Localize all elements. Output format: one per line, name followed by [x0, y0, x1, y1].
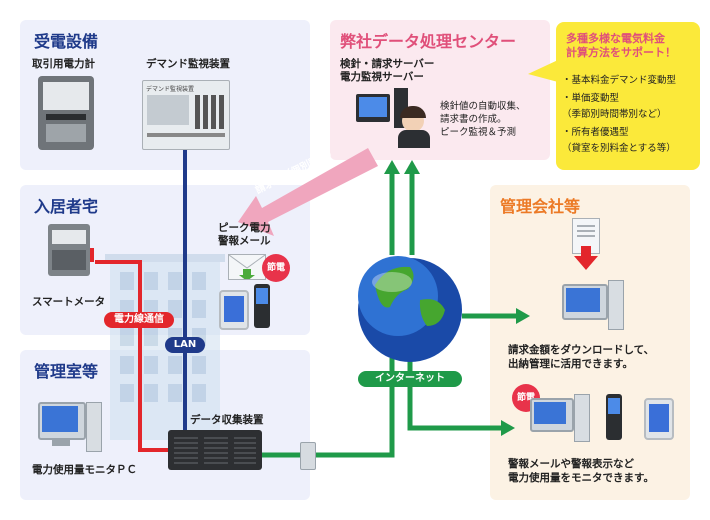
internet-line-company-2 [407, 355, 505, 431]
savings-badge-residence: 節電 [262, 254, 290, 282]
powerline-tag: 電力線通信 [104, 312, 174, 328]
center-title: 弊社データ処理センター [340, 32, 517, 51]
internet-tag: インターネット [358, 371, 462, 387]
callout-pointer [528, 60, 558, 82]
collector-label: データ収集装置 [190, 414, 264, 426]
callout-item-3: （季節別時間帯別など） [562, 109, 667, 120]
monitor-text-2: 電力使用量をモニタできます。 [508, 472, 654, 484]
demand-monitor-icon: デマンド監視装置 [142, 80, 230, 150]
download-text-1: 請求金額をダウンロードして、 [508, 344, 655, 356]
server-line-1: 検針・請求サーバー [340, 58, 435, 70]
smart-meter-icon [48, 224, 90, 276]
mobile-phone-icon [254, 284, 270, 328]
residence-title: 入居者宅 [34, 197, 99, 216]
router-icon [300, 442, 316, 470]
service-line-2: 請求書の作成。 [440, 114, 507, 125]
power-meter-icon [38, 76, 94, 150]
center-panel [330, 20, 550, 160]
service-line-3: ピーク監視＆予測 [440, 127, 517, 138]
company-monitor-pc-icon [530, 394, 590, 446]
meter-label: 取引用電力計 [32, 58, 95, 70]
server-line-2: 電力監視サーバー [340, 71, 424, 83]
mail-envelope-icon [228, 254, 266, 280]
company-title: 管理会社等 [500, 197, 581, 216]
mgmt-pc-icon [38, 402, 102, 454]
monitor-text-1: 警報メールや警報表示など [508, 458, 634, 470]
company-pc-icon [562, 280, 624, 336]
pricing-callout [556, 22, 700, 170]
download-arrow-icon [574, 246, 598, 270]
callout-heading-1: 多種多様な電気料金 [566, 32, 665, 45]
callout-heading-2: 計算方法をサポート！ [566, 46, 676, 59]
demand-device-name: デマンド監視装置 [146, 86, 195, 93]
company-tablet-icon [644, 398, 674, 440]
peak-mail-line-2: 警報メール [218, 235, 271, 247]
callout-item-2: ・単価変動型 [562, 93, 620, 104]
service-line-1: 検針値の自動収集、 [440, 101, 526, 112]
callout-item-4: ・所有者優遇型 [562, 127, 629, 138]
operator-workstation-icon [356, 88, 434, 148]
data-collector-icon [168, 430, 262, 470]
substation-title: 受電設備 [34, 32, 99, 51]
download-text-2: 出納管理に活用できます。 [508, 358, 633, 370]
tablet-icon [219, 290, 249, 330]
peak-mail-line-1: ピーク電力 [218, 222, 271, 234]
smart-meter-label: スマートメータ [32, 296, 106, 308]
callout-item-1: ・基本料金デマンド変動型 [562, 75, 677, 86]
company-phone-icon [606, 394, 622, 440]
demand-label: デマンド監視装置 [146, 58, 230, 70]
powerline-line [95, 260, 170, 452]
lan-tag: LAN [165, 337, 205, 353]
mgmt-pc-label: 電力使用量モニタＰＣ [32, 464, 137, 476]
mgmt-room-title: 管理室等 [34, 362, 99, 381]
callout-item-5: （貸室を別料金とする等） [562, 143, 676, 154]
invoice-arrow [238, 148, 378, 236]
internet-line-router [316, 358, 395, 458]
globe-icon [358, 256, 462, 362]
